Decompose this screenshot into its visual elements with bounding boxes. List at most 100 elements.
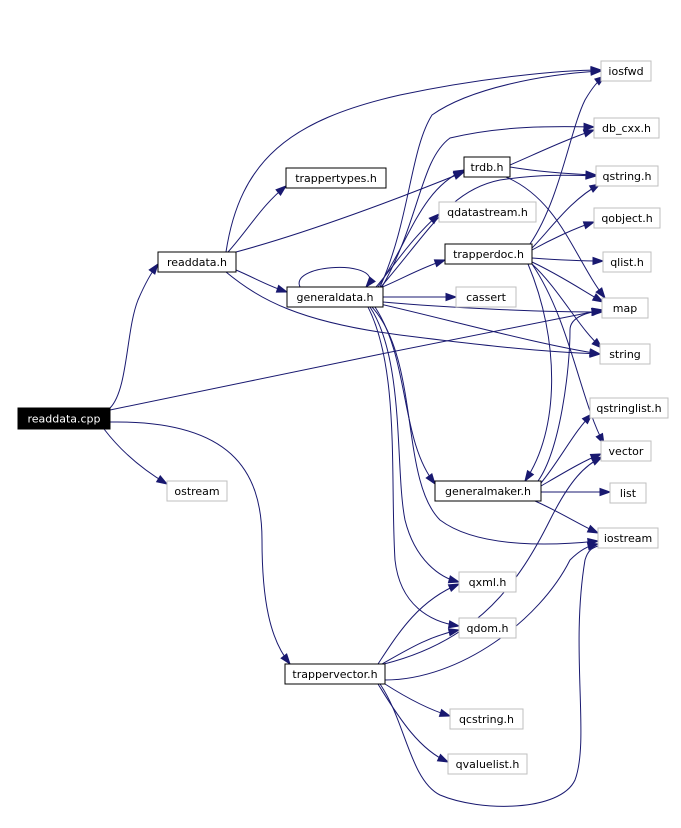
edge-generaldata-h-to-qxml-h-arrowhead: [447, 575, 461, 584]
node-map[interactable]: map: [601, 297, 649, 319]
edge-generaldata-h-to-trdb-h-arrowhead: [452, 169, 466, 179]
edge-generaldata-h-to-string: [379, 303, 601, 355]
edge-generaldata-h-to-iosfwd-arrowhead: [590, 67, 603, 76]
nodes-layer: readdata.cpp readdata.h trappertypes.h gene…: [17, 60, 669, 775]
node-box: [463, 156, 511, 178]
node-box: [284, 663, 386, 685]
node-label: trappervector.h: [292, 668, 377, 681]
node-box: [609, 482, 647, 504]
node-box: [601, 297, 649, 319]
edge-readdata-cpp-to-ostream-arrowhead: [155, 474, 169, 485]
node-readdata-cpp[interactable]: readdata.cpp: [17, 407, 111, 430]
node-label: string: [609, 348, 641, 361]
node-box: [602, 251, 652, 273]
edge-generaldata-h-to-generaldata-h-arrowhead: [365, 276, 376, 289]
node-label: trapperdoc.h: [453, 248, 524, 261]
edge-readdata-h-to-generaldata-h-arrowhead: [275, 284, 289, 293]
edge-trappervector-h-to-qxml-h: [377, 583, 460, 665]
node-box: [589, 397, 669, 419]
node-label: list: [620, 487, 637, 500]
node-trapperdoc-h[interactable]: trapperdoc.h: [444, 243, 533, 265]
node-vector[interactable]: vector: [600, 440, 652, 462]
node-cassert[interactable]: cassert: [455, 286, 517, 308]
node-box: [157, 251, 237, 273]
edge-readdata-cpp-to-trappervector-h-arrowhead: [280, 653, 291, 666]
edge-trapperdoc-h-to-map-arrowhead: [591, 293, 605, 303]
node-box: [597, 527, 659, 549]
edge-trdb-h-to-db-cxx-h: [509, 129, 595, 166]
edge-generaldata-h-to-trapperdoc-h: [379, 259, 446, 289]
edge-trappervector-h-to-qcstring-h-arrowhead: [438, 708, 452, 717]
node-label: qxml.h: [469, 576, 507, 589]
node-box: [438, 201, 537, 223]
node-trappervector-h[interactable]: trappervector.h: [284, 663, 386, 685]
node-box: [458, 571, 517, 593]
node-box: [17, 407, 111, 430]
edge-readdata-cpp-to-readdata-h: [109, 263, 159, 409]
edge-trappervector-h-to-qdom-h-arrowhead: [447, 628, 461, 637]
node-box: [447, 753, 528, 775]
edge-generalmaker-h-to-iostream-arrowhead: [586, 524, 600, 534]
node-readdata-h[interactable]: readdata.h: [157, 251, 237, 273]
edge-trapperdoc-h-to-vector: [531, 263, 605, 445]
node-box: [444, 243, 533, 265]
node-string[interactable]: string: [599, 343, 651, 365]
edge-trapperdoc-h-to-qobject-h-arrowhead: [582, 221, 596, 230]
node-iosfwd[interactable]: iosfwd: [600, 60, 652, 82]
node-iostream[interactable]: iostream: [597, 527, 659, 549]
node-qobject-h[interactable]: qobject.h: [593, 207, 661, 229]
node-generalmaker-h[interactable]: generalmaker.h: [434, 480, 542, 502]
edge-trappervector-h-to-iostream-loop: [379, 545, 599, 807]
node-label: vector: [609, 445, 644, 458]
edge-trappervector-h-to-qvaluelist-h: [377, 683, 449, 763]
edge-generalmaker-h-to-map: [537, 309, 604, 482]
node-qxml-h[interactable]: qxml.h: [458, 571, 517, 593]
node-qlist-h[interactable]: qlist.h: [602, 251, 652, 273]
node-box: [600, 60, 652, 82]
edge-generaldata-h-to-qdatastream-h: [375, 213, 440, 288]
node-label: cassert: [466, 291, 507, 304]
edge-readdata-h-to-trdb-h: [235, 171, 465, 253]
edge-trappervector-h-to-vector: [383, 456, 603, 665]
node-qstringlist-h[interactable]: qstringlist.h: [589, 397, 669, 419]
node-label: readdata.h: [167, 256, 227, 269]
node-trappertypes-h[interactable]: trappertypes.h: [285, 167, 387, 189]
edge-generalmaker-h-to-qstringlist-h: [540, 413, 593, 484]
edge-generaldata-h-to-iostream: [371, 306, 599, 545]
node-qdatastream-h[interactable]: qdatastream.h: [438, 201, 537, 223]
node-box: [285, 167, 387, 189]
node-box: [595, 165, 659, 187]
node-generaldata-h[interactable]: generaldata.h: [286, 286, 384, 308]
node-box: [599, 343, 651, 365]
edge-readdata-h-to-iosfwd: [225, 69, 602, 253]
edge-trappervector-h-to-iostream-arrowhead: [586, 542, 600, 551]
edge-trappervector-h-to-qxml-h-arrowhead: [447, 583, 461, 593]
node-ostream[interactable]: ostream: [166, 480, 228, 502]
node-qcstring-h[interactable]: qcstring.h: [449, 708, 524, 730]
edge-readdata-cpp-to-readdata-h-arrowhead: [148, 262, 159, 275]
edge-generalmaker-h-to-iostream: [534, 500, 599, 534]
node-box: [600, 440, 652, 462]
node-qstring-h[interactable]: qstring.h: [595, 165, 659, 187]
edge-generaldata-h-to-trdb-h: [377, 169, 465, 288]
edge-generaldata-h-to-qdom-h: [367, 306, 460, 627]
node-box: [166, 480, 228, 502]
node-qdom-h[interactable]: qdom.h: [458, 617, 517, 639]
node-box: [434, 480, 542, 502]
node-label: qlist.h: [610, 256, 644, 269]
node-trdb-h[interactable]: trdb.h: [463, 156, 511, 178]
edge-trappervector-h-to-iostream: [384, 543, 599, 681]
edge-generaldata-h-to-string-arrowhead: [588, 348, 602, 357]
node-label: qdatastream.h: [447, 206, 528, 219]
edge-readdata-h-to-trappertypes-h-arrowhead: [275, 185, 288, 196]
node-list[interactable]: list: [609, 482, 647, 504]
node-box: [449, 708, 524, 730]
edge-trappervector-h-to-qvaluelist-h-arrowhead: [436, 753, 450, 763]
edge-trdb-h-to-qstring-h: [509, 166, 597, 176]
edge-trappervector-h-to-qdom-h: [381, 629, 460, 665]
edge-generalmaker-h-to-map-arrowhead: [591, 307, 605, 316]
edge-readdata-h-to-trappertypes-h: [227, 185, 287, 253]
node-qvaluelist-h[interactable]: qvaluelist.h: [447, 753, 528, 775]
node-db-cxx-h[interactable]: db_cxx.h: [593, 117, 660, 139]
